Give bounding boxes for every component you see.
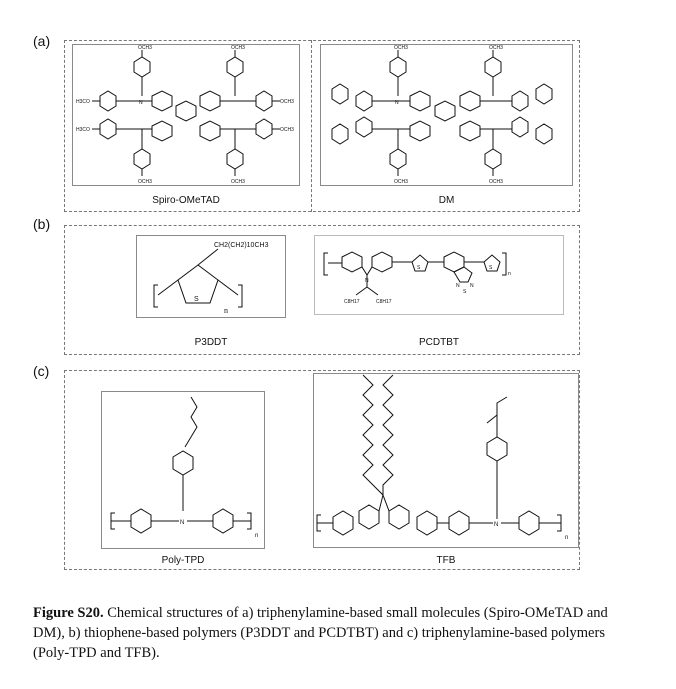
dm-bottom-left-sub: OCH3 [394,179,408,185]
spiro-top-left-sub: OCH3 [138,45,152,51]
pcdtbt-alkyl-left: C8H17 [344,299,360,305]
pcdtbt-frame [314,235,564,315]
tfb-frame [313,373,579,548]
spiro-bottom-left-sub: OCH3 [138,179,152,185]
tfb-structure: N n [316,374,568,541]
spiro-bottom-right-sub: OCH3 [231,179,245,185]
figure-caption: Figure S20. Chemical structures of a) tr… [33,603,633,663]
dm-structure: OCH3 OCH3 OCH3 OCH3 N [331,45,553,185]
p3ddt-s-atom: S [194,296,199,303]
panel-b-box [64,225,580,355]
pcdtbt-alkyl-right: C8H17 [376,299,392,305]
panel-c-box [64,370,580,570]
tfb-repeat-n: n [565,535,568,541]
poly-tpd-structure: N n [110,396,258,539]
spiro-ometad-frame [72,44,300,186]
p3ddt-frame [136,235,286,318]
p3ddt-structure: CH2(CH2)10CH3 S n [153,242,269,315]
dm-top-left-sub: OCH3 [394,45,408,51]
pcdtbt-bt-n2: N [470,283,474,289]
pcdtbt-repeat-n: n [508,271,511,277]
poly-tpd-label: Poly-TPD [161,555,205,566]
figure-caption-label: Figure S20. [33,605,104,621]
spiro-top-right-sub: OCH3 [231,45,245,51]
poly-tpd-repeat-n: n [255,533,258,539]
figure-caption-text: Chemical structures of a) triphenylamine… [33,605,608,661]
pcdtbt-structure: N C8H17 C8H17 S N S N S n [323,251,511,305]
p3ddt-label: P3DDT [194,337,228,348]
spiro-right-upper-sub: OCH3 [280,99,294,105]
pcdtbt-s2: S [463,289,467,295]
pcdtbt-s1: S [417,265,421,271]
dm-label: DM [438,195,455,206]
p3ddt-repeat-n: n [224,306,228,315]
poly-tpd-n-atom: N [180,520,184,526]
pcdtbt-bt-n1: N [456,283,460,289]
dm-top-right-sub: OCH3 [489,45,503,51]
pcdtbt-s3: S [489,265,493,271]
spiro-n-atom: N [139,100,143,106]
panel-b-letter: (b) [33,216,51,232]
tfb-n-atom: N [494,522,498,528]
spiro-right-lower-sub: OCH3 [280,127,294,133]
dm-frame [320,44,573,186]
poly-tpd-frame [101,391,265,549]
spiro-left-upper-sub: H3CO [76,99,90,105]
p3ddt-side-chain: CH2(CH2)10CH3 [214,242,269,249]
dm-n-atom: N [395,100,399,106]
spiro-left-lower-sub: H3CO [76,127,90,133]
panel-a-divider [311,40,312,212]
tfb-label: TFB [436,555,456,566]
dm-bottom-right-sub: OCH3 [489,179,503,185]
spiro-ometad-label: Spiro-OMeTAD [152,195,220,206]
panel-a-letter: (a) [33,33,51,49]
pcdtbt-n-atom: N [365,278,369,284]
panel-c-letter: (c) [33,363,50,379]
panel-a-box [64,40,580,212]
spiro-ometad-structure: OCH3 OCH3 OCH3 OCH3 H3CO H3CO OCH3 OCH3 … [76,45,294,185]
pcdtbt-label: PCDTBT [419,337,459,348]
